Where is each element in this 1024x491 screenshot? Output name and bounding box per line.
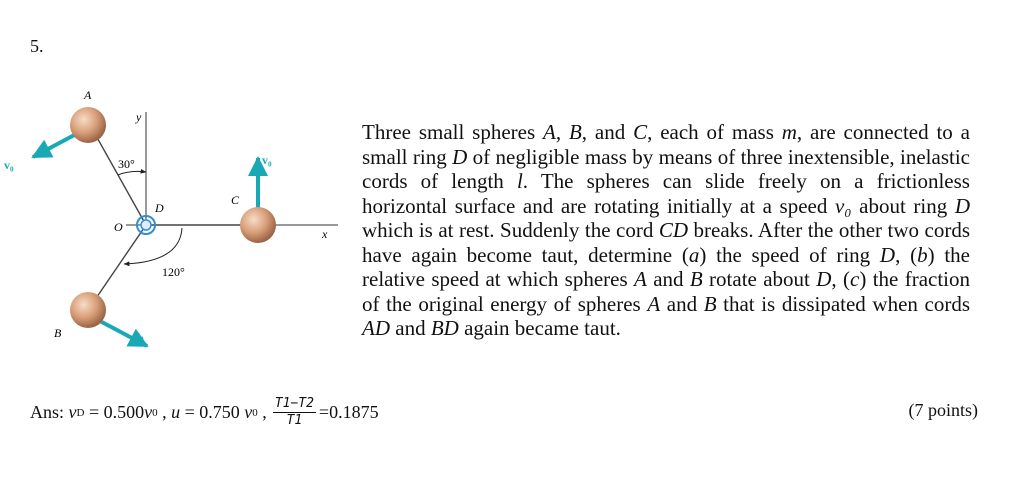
points-value: (7 points) [908,400,979,420]
answer-comma: , [257,402,267,422]
label-x: x [321,227,328,241]
label-angle-30: 30° [118,157,135,171]
answer-eq1: = 0.500 [84,402,145,422]
label-v0-a: v₀ [4,158,14,172]
label-o: O [114,220,123,234]
sphere-b [70,292,106,328]
label-d: D [154,201,164,215]
angle-30-arc [117,168,147,176]
problem-statement: Three small spheres A, B, and C, each of… [362,120,971,340]
label-angle-120: 120° [162,265,185,279]
problem-number: 5. [30,36,44,56]
answer-vd: v [68,402,77,422]
velocity-arrow-b [97,318,149,348]
answer-u: u [171,402,181,422]
answer-v0-b-sub: 0 [252,406,258,419]
answer-v0-a-sub: 0 [152,406,158,419]
ring-d-outer [136,215,156,235]
label-a: A [83,88,92,102]
velocity-arrow-a [31,130,81,159]
answer-prefix: Ans: [30,402,69,422]
answer-result: =0.1875 [318,402,379,422]
sphere-a [70,107,106,143]
angle-120-arc [123,227,183,267]
fraction-numerator: T1−T2 [272,396,316,413]
answer-v0-b: v [244,402,253,422]
answer-vd-sub: D [76,406,85,419]
ring-d-inner [140,219,152,231]
label-v0-b: v₀ [134,328,144,342]
sphere-c [240,207,276,243]
answer-eq2: = 0.750 [180,402,245,422]
label-y: y [135,110,142,124]
label-v0-c: v₀ [262,153,272,167]
answer-v0-a: v [144,402,153,422]
label-c: C [231,193,240,207]
fraction-denominator: T1 [286,413,303,428]
problem-figure: A B C D O y x v₀ v₀ v₀ 30° 120° [4,88,338,348]
label-b: B [54,326,62,340]
answer-sep: , [157,402,172,422]
energy-fraction: T1−T2 T1 [272,396,316,429]
